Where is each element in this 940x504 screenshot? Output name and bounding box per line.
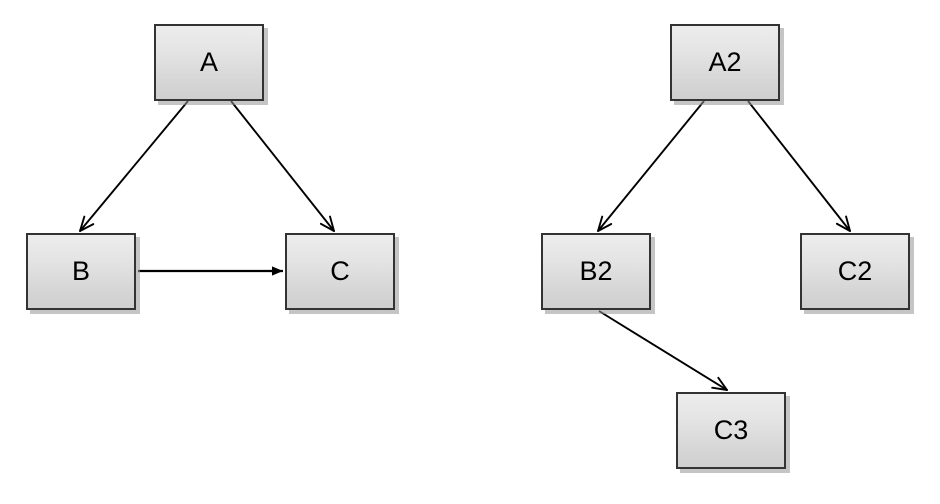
arrowhead-barb-1 <box>597 215 604 232</box>
node-label-b: B <box>71 256 90 286</box>
arrowhead-barb-1 <box>79 215 86 232</box>
arrowhead-barb-2 <box>845 215 851 232</box>
edge-a2-to-c2 <box>747 100 851 232</box>
node-label-c2: C2 <box>837 256 873 286</box>
edge-a2-to-b2 <box>597 100 705 232</box>
edge-a-to-b <box>79 100 189 232</box>
node-label-b2: B2 <box>579 256 613 286</box>
edge-a-to-c <box>230 100 335 232</box>
edge-line <box>79 100 189 232</box>
arrowhead-barb-1 <box>711 386 728 391</box>
edge-line <box>230 100 335 232</box>
arrowhead-barb-2 <box>717 376 728 391</box>
node-b2[interactable]: B2 <box>541 233 651 310</box>
node-label-c: C <box>330 256 350 286</box>
edge-line <box>598 310 728 391</box>
node-c2[interactable]: C2 <box>800 233 910 310</box>
node-label-a: A <box>199 47 218 77</box>
arrowhead-barb-2 <box>79 223 95 232</box>
node-label-a2: A2 <box>708 47 742 77</box>
node-label-c3: C3 <box>713 415 749 445</box>
node-a[interactable]: A <box>154 24 264 101</box>
edge-b2-to-c3 <box>598 310 728 391</box>
arrowhead-solid <box>269 266 283 276</box>
edge-b-to-c <box>138 266 283 276</box>
edge-line <box>597 100 705 232</box>
edge-line <box>747 100 851 232</box>
arrowhead-barb-2 <box>597 223 613 232</box>
arrowhead-barb-1 <box>319 222 335 232</box>
node-a2[interactable]: A2 <box>670 24 780 101</box>
node-b[interactable]: B <box>26 233 136 310</box>
node-c[interactable]: C <box>285 233 395 310</box>
node-c3[interactable]: C3 <box>676 392 786 469</box>
arrowhead-barb-2 <box>329 215 335 232</box>
arrowhead-barb-1 <box>835 222 851 232</box>
